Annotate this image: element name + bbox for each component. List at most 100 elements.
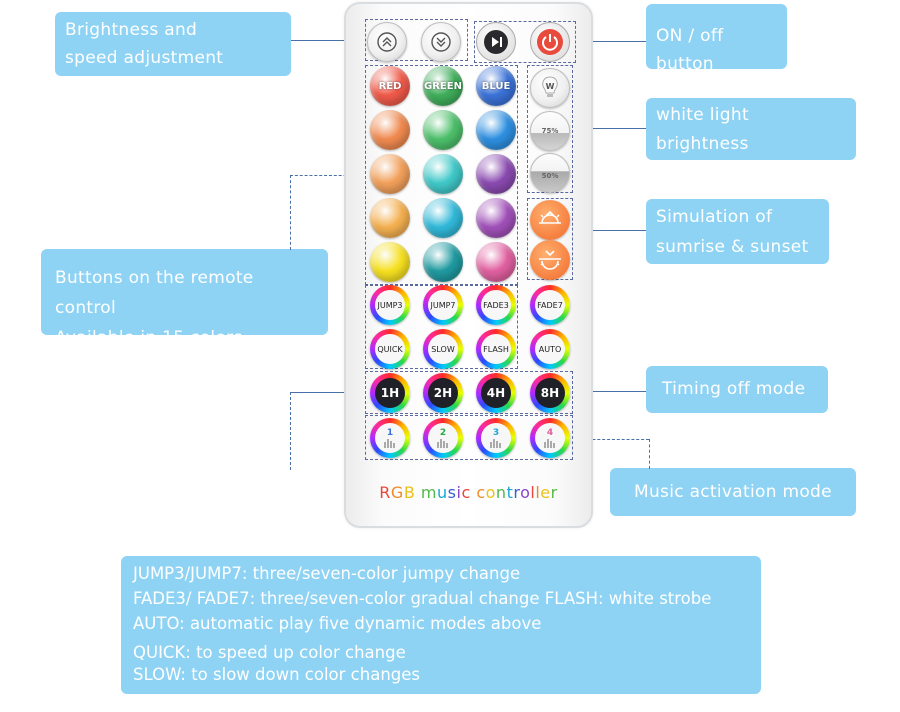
timer-8h-button[interactable]: 8H xyxy=(530,373,570,413)
white-w-button[interactable]: W xyxy=(530,68,570,108)
info-line-auto: AUTO: automatic play five dynamic modes … xyxy=(133,614,542,633)
music-3-button[interactable]: 3 xyxy=(476,418,516,458)
music-connector-h xyxy=(573,439,649,440)
timer-8h-label: 8H xyxy=(535,378,565,408)
brightness-down-icon xyxy=(431,32,451,52)
quick-label: QUICK xyxy=(375,334,405,364)
color-button-r2-blue[interactable] xyxy=(476,110,516,150)
brightness-connector xyxy=(291,40,365,41)
white-50-label: 50% xyxy=(541,172,559,180)
white-connector xyxy=(573,128,646,129)
music-2-label: 2 xyxy=(439,427,447,438)
color-button-r3-blue[interactable] xyxy=(476,154,516,194)
red-label: RED xyxy=(378,80,402,92)
sunset-icon xyxy=(539,250,561,270)
brand-letter: s xyxy=(447,483,457,502)
color-button-r4-red[interactable] xyxy=(370,198,410,238)
timer-2h-button[interactable]: 2H xyxy=(423,373,463,413)
color-button-r2-green[interactable] xyxy=(423,110,463,150)
timer-1h-button[interactable]: 1H xyxy=(370,373,410,413)
timer-4h-label: 4H xyxy=(481,378,511,408)
colors-callout-line1: Buttons on the remote control xyxy=(55,268,254,318)
power-icon xyxy=(537,29,563,55)
color-button-r1-blue[interactable]: BLUE xyxy=(476,66,516,106)
sim-connector xyxy=(573,230,646,231)
info-line-slow: SLOW: to slow down color changes xyxy=(133,665,421,684)
color-button-r5-red[interactable] xyxy=(370,242,410,282)
jump7-label: JUMP7 xyxy=(428,290,458,320)
slow-button[interactable]: SLOW xyxy=(423,329,463,369)
brand-letter: l xyxy=(535,483,541,502)
white-w-label: W xyxy=(545,82,555,91)
timer-2h-label: 2H xyxy=(428,378,458,408)
brand-letter: e xyxy=(540,483,551,502)
equalizer-icon xyxy=(544,438,555,448)
timer-4h-button[interactable]: 4H xyxy=(476,373,516,413)
music-connector-v xyxy=(649,439,650,469)
auto-button[interactable]: AUTO xyxy=(530,329,570,369)
color-button-r5-green[interactable] xyxy=(423,242,463,282)
color-button-r3-green[interactable] xyxy=(423,154,463,194)
music-1-button[interactable]: 1 xyxy=(370,418,410,458)
white-callout-line1: white light xyxy=(656,105,749,125)
slow-label: SLOW xyxy=(428,334,458,364)
music-4-inner: 4 xyxy=(535,423,565,453)
left-connector-v xyxy=(290,392,291,470)
music-2-button[interactable]: 2 xyxy=(423,418,463,458)
brand-letter: t xyxy=(506,483,514,502)
white-75-label: 75% xyxy=(541,127,559,135)
brand-letter: G xyxy=(390,483,404,502)
bulb-icon xyxy=(542,76,558,97)
quick-button[interactable]: QUICK xyxy=(370,329,410,369)
onoff-group xyxy=(474,21,576,63)
white-light-callout: white light brightness percentage xyxy=(646,98,856,183)
music-callout: Music activation mode xyxy=(610,468,856,516)
sunrise-icon xyxy=(539,210,561,224)
colors-callout: Buttons on the remote control Available … xyxy=(41,249,328,348)
onoff-callout: ON / off button xyxy=(646,4,787,74)
brightness-speed-callout: Brightness and speed adjustment button xyxy=(55,12,291,96)
brightness-callout-line2: speed adjustment button xyxy=(65,48,224,96)
info-line-fade: FADE3/ FADE7: three/seven-color gradual … xyxy=(133,589,712,608)
color-button-r3-red[interactable] xyxy=(370,154,410,194)
brightness-up-icon xyxy=(377,32,397,52)
timing-callout-text: Timing off mode xyxy=(662,379,806,399)
brand-letter: r xyxy=(513,483,521,502)
color-button-r5-blue[interactable] xyxy=(476,242,516,282)
green-label: GREEN xyxy=(424,80,462,92)
power-button[interactable] xyxy=(530,22,570,62)
brightness-up-button[interactable] xyxy=(367,22,407,62)
brand-letter: o xyxy=(485,483,496,502)
music-4-label: 4 xyxy=(546,427,554,438)
music-1-label: 1 xyxy=(386,427,394,438)
color-button-r2-red[interactable] xyxy=(370,110,410,150)
music-4-button[interactable]: 4 xyxy=(530,418,570,458)
blue-label: BLUE xyxy=(481,80,511,92)
fade3-button[interactable]: FADE3 xyxy=(476,285,516,325)
auto-label: AUTO xyxy=(535,334,565,364)
play-pause-button[interactable] xyxy=(476,22,516,62)
color-button-r1-red[interactable]: RED xyxy=(370,66,410,106)
brand-letter: r xyxy=(550,483,558,502)
color-button-r1-green[interactable]: GREEN xyxy=(423,66,463,106)
sunset-button[interactable] xyxy=(530,240,570,280)
fade7-label: FADE7 xyxy=(535,290,565,320)
timing-callout: Timing off mode xyxy=(646,366,828,413)
fade7-button[interactable]: FADE7 xyxy=(530,285,570,325)
sim-callout-line2: sumrise & sunset xyxy=(656,237,809,257)
timing-group xyxy=(365,371,573,414)
colors-connector-v xyxy=(290,175,291,250)
jump3-button[interactable]: JUMP3 xyxy=(370,285,410,325)
sunrise-button[interactable] xyxy=(530,200,570,240)
music-3-label: 3 xyxy=(492,427,500,438)
brightness-down-button[interactable] xyxy=(421,22,461,62)
color-button-r4-blue[interactable] xyxy=(476,198,516,238)
jump7-button[interactable]: JUMP7 xyxy=(423,285,463,325)
left-connector-h xyxy=(290,392,366,393)
onoff-connector xyxy=(576,41,646,42)
white-50-button[interactable]: 50% xyxy=(530,153,570,193)
brand-letter: l xyxy=(530,483,536,502)
white-75-button[interactable]: 75% xyxy=(530,111,570,151)
flash-button[interactable]: FLASH xyxy=(476,329,516,369)
color-button-r4-green[interactable] xyxy=(423,198,463,238)
